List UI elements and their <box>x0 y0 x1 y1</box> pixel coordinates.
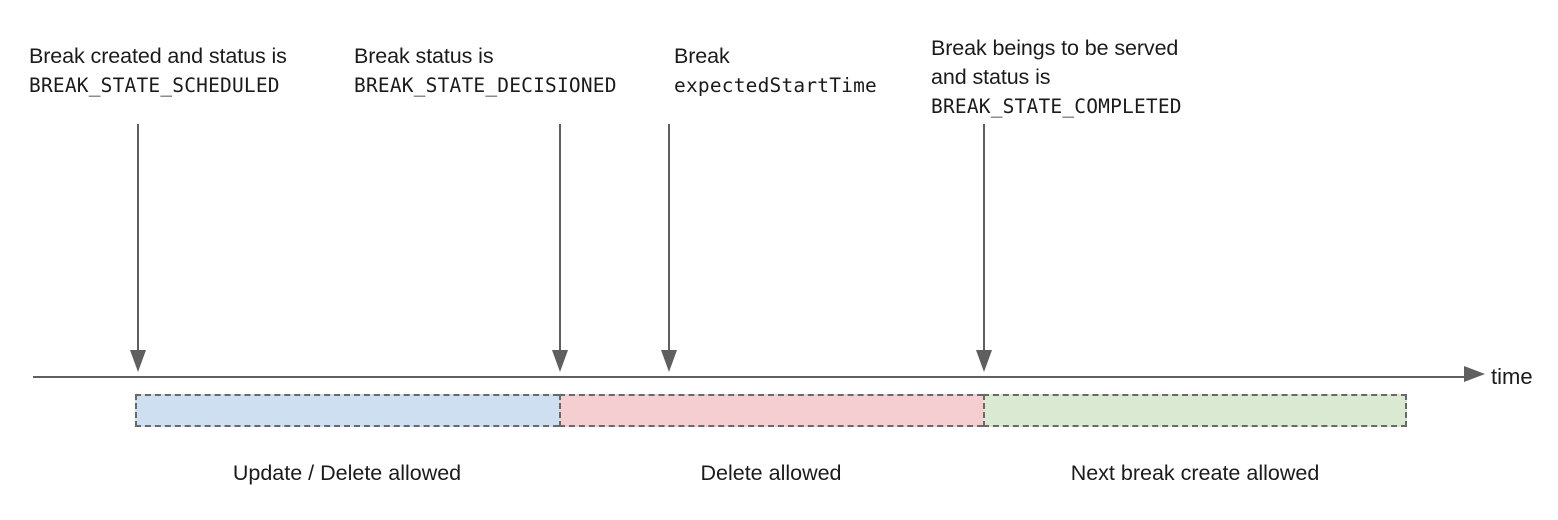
phase-bar-completed <box>983 394 1407 427</box>
phase-caption-scheduled: Update / Delete allowed <box>232 461 462 485</box>
phase-caption-completed: Next break create allowed <box>1070 461 1320 485</box>
time-axis-line <box>33 376 1470 378</box>
arrow-head <box>976 350 992 372</box>
annotation-line: Break <box>674 44 730 68</box>
arrow-stem <box>983 124 985 354</box>
annotation-line: and status is <box>931 65 1051 89</box>
annotation-state-constant: BREAK_STATE_COMPLETED <box>931 95 1182 118</box>
annotation-field-name: expectedStartTime <box>674 74 877 97</box>
arrow-stem <box>668 124 670 354</box>
annotation-break-expected-start-time: Break expectedStartTime <box>674 42 877 100</box>
annotation-line: Break beings to be served <box>931 36 1179 60</box>
arrow-head <box>130 350 146 372</box>
marker-arrow-down-icon-decisioned <box>552 124 568 372</box>
arrow-head <box>661 350 677 372</box>
annotation-break-completed: Break beings to be served and status is … <box>931 34 1182 121</box>
annotation-break-scheduled: Break created and status is BREAK_STATE_… <box>29 42 287 100</box>
phase-bar-scheduled <box>135 394 559 427</box>
annotation-state-constant: BREAK_STATE_DECISIONED <box>354 74 617 97</box>
annotation-line: Break status is <box>354 44 494 68</box>
annotation-break-decisioned: Break status is BREAK_STATE_DECISIONED <box>354 42 617 100</box>
arrow-stem <box>559 124 561 354</box>
annotation-line: Break created and status is <box>29 44 287 68</box>
phase-bar-decisioned <box>559 394 983 427</box>
annotation-state-constant: BREAK_STATE_SCHEDULED <box>29 74 280 97</box>
marker-arrow-down-icon-completed <box>976 124 992 372</box>
arrow-head <box>552 350 568 372</box>
phase-caption-decisioned: Delete allowed <box>700 461 842 485</box>
time-axis-arrow-right-icon <box>1464 366 1485 382</box>
marker-arrow-down-icon-expected-start-time <box>661 124 677 372</box>
marker-arrow-down-icon-scheduled <box>130 124 146 372</box>
arrow-stem <box>137 124 139 354</box>
time-axis-label: time <box>1491 364 1533 389</box>
